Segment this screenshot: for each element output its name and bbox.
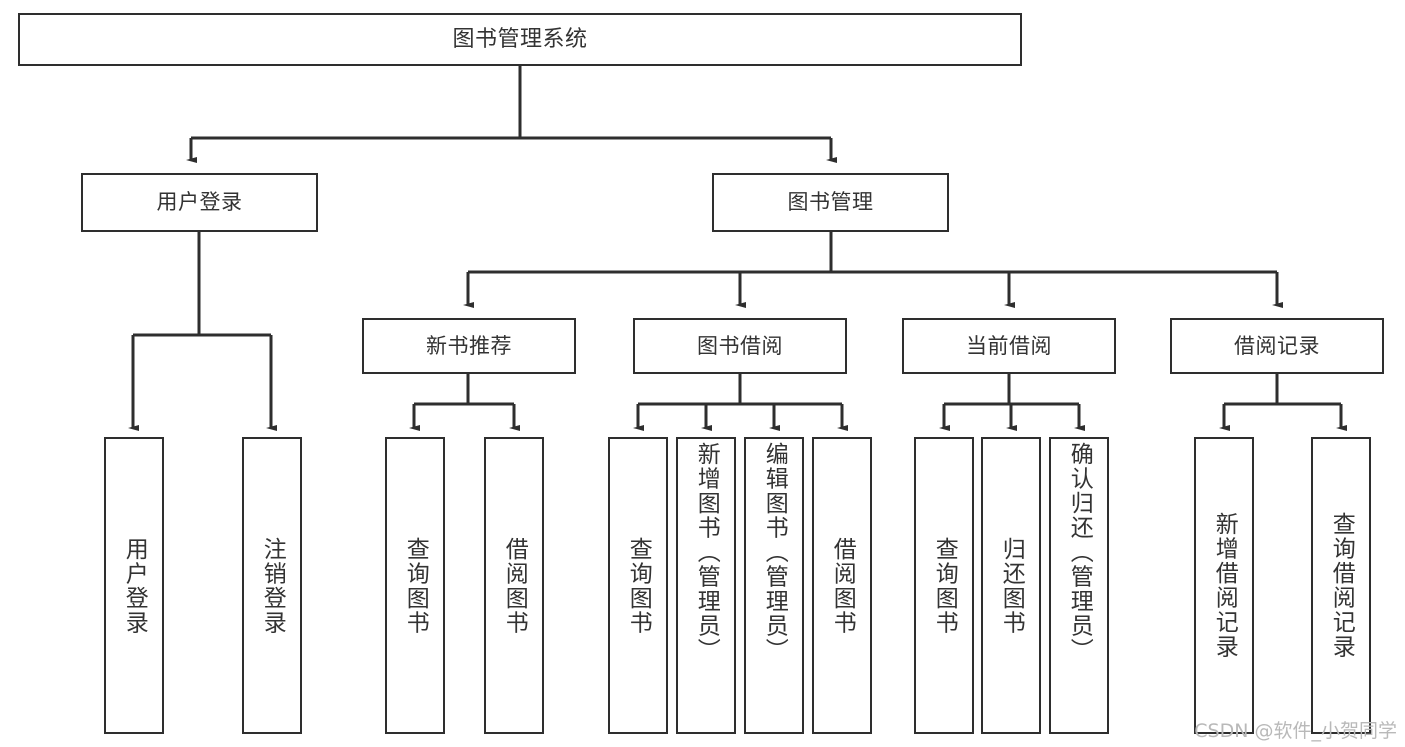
node-new-book-recommend[interactable]: 新书推荐 <box>362 318 576 374</box>
node-leaf-return-book[interactable]: 归还图书 <box>981 437 1041 734</box>
node-label: 查询借阅记录 <box>1328 512 1355 659</box>
node-user-login[interactable]: 用户登录 <box>81 173 318 232</box>
node-label: 借阅记录 <box>1234 333 1320 358</box>
node-label: 归还图书 <box>998 536 1025 635</box>
node-label: 编辑图书（管理员） <box>761 442 788 663</box>
node-label: 确认归还（管理员） <box>1066 442 1093 663</box>
node-leaf-add-record[interactable]: 新增借阅记录 <box>1194 437 1254 734</box>
node-book-borrow[interactable]: 图书借阅 <box>633 318 847 374</box>
node-book-manage[interactable]: 图书管理 <box>712 173 949 232</box>
csdn-watermark: CSDN @软件_小贺同学 <box>1194 720 1397 742</box>
node-label: 新增借阅记录 <box>1211 512 1238 659</box>
node-borrow-record[interactable]: 借阅记录 <box>1170 318 1384 374</box>
node-label: 查询图书 <box>931 536 958 635</box>
node-leaf-borrow-book-2[interactable]: 借阅图书 <box>812 437 872 734</box>
node-leaf-query-book-2[interactable]: 查询图书 <box>608 437 668 734</box>
node-label: 新书推荐 <box>426 333 512 358</box>
node-leaf-add-book[interactable]: 新增图书（管理员） <box>676 437 736 734</box>
node-leaf-query-book-1[interactable]: 查询图书 <box>385 437 445 734</box>
node-label: 新增图书（管理员） <box>693 442 720 663</box>
node-leaf-borrow-book-1[interactable]: 借阅图书 <box>484 437 544 734</box>
node-leaf-query-book-3[interactable]: 查询图书 <box>914 437 974 734</box>
node-leaf-edit-book[interactable]: 编辑图书（管理员） <box>744 437 804 734</box>
node-leaf-confirm-return[interactable]: 确认归还（管理员） <box>1049 437 1109 734</box>
node-leaf-user-login[interactable]: 用户登录 <box>104 437 164 734</box>
node-label: 当前借阅 <box>966 333 1052 358</box>
node-label: 图书借阅 <box>697 333 783 358</box>
node-label: 借阅图书 <box>501 536 528 635</box>
node-leaf-query-record[interactable]: 查询借阅记录 <box>1311 437 1371 734</box>
node-label: 查询图书 <box>402 536 429 635</box>
node-root-system[interactable]: 图书管理系统 <box>18 13 1022 66</box>
node-label: 用户登录 <box>156 190 243 214</box>
node-label: 图书管理系统 <box>452 26 588 52</box>
node-label: 借阅图书 <box>829 536 856 635</box>
node-current-borrow[interactable]: 当前借阅 <box>902 318 1116 374</box>
node-label: 查询图书 <box>625 536 652 635</box>
node-label: 图书管理 <box>787 190 874 214</box>
node-leaf-logout[interactable]: 注销登录 <box>242 437 302 734</box>
node-label: 注销登录 <box>259 536 286 635</box>
node-label: 用户登录 <box>121 536 148 635</box>
